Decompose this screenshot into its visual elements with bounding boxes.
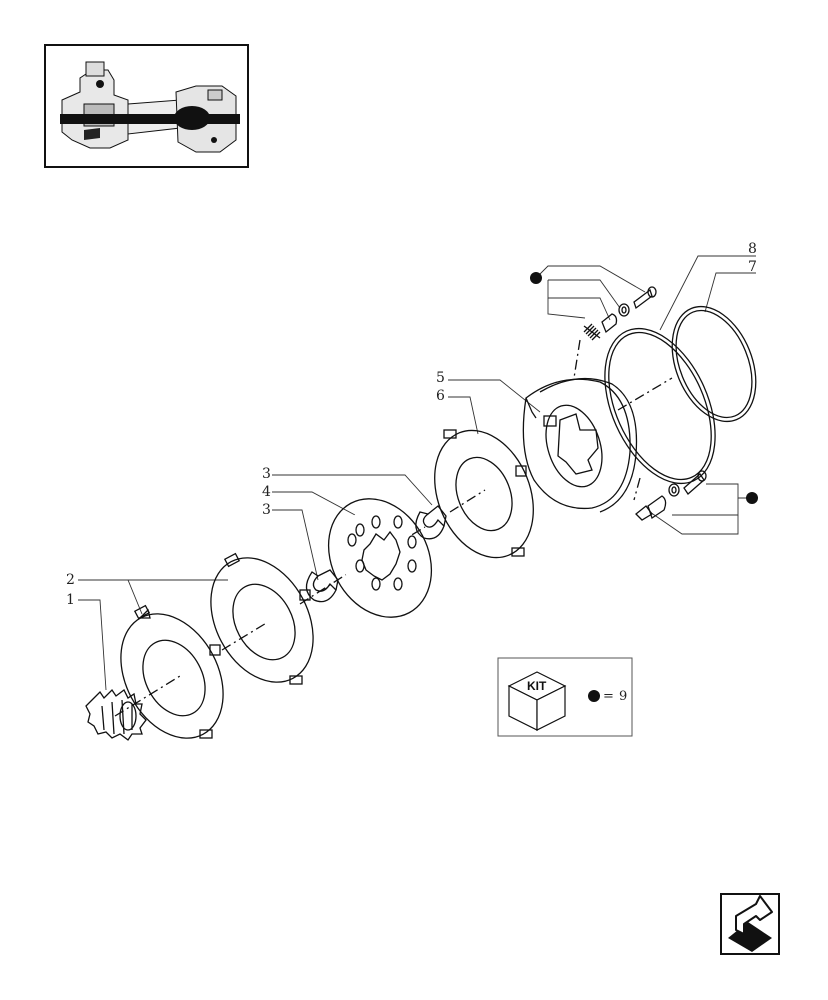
kit-legend-bullet: [588, 690, 600, 702]
leader-7: [704, 272, 756, 313]
callout-1: 1: [66, 592, 75, 608]
fastener-group-top: [583, 286, 657, 341]
leader-6: [448, 396, 479, 435]
part-7-seal-ring-inner: [671, 305, 757, 423]
kit-bullet-right: [746, 492, 758, 504]
callout-3-upper: 3: [262, 466, 271, 482]
leader-1: [78, 599, 107, 691]
leader-bolt-right: [706, 483, 752, 499]
leader-5: [448, 379, 541, 413]
leader-bolt-top: [535, 265, 646, 293]
leader-pin-top: [547, 280, 611, 321]
kit-bullet-top: [530, 272, 542, 284]
part-3-retaining-clip-lower: [305, 569, 339, 603]
kit-legend: KIT = 9: [497, 657, 633, 737]
callout-8: 8: [748, 241, 757, 257]
leader-2b: [78, 579, 143, 615]
part-3-retaining-clip-upper: [415, 505, 447, 540]
kit-label: KIT: [527, 679, 547, 693]
fastener-group-right: [635, 470, 707, 521]
part-6-separator-plate: [434, 429, 534, 559]
leader-3-upper: [272, 474, 433, 506]
callout-4: 4: [262, 484, 271, 500]
kit-box-icon: KIT: [507, 671, 567, 731]
part-2-steel-disc-lower: [120, 604, 224, 739]
kit-number: 9: [619, 689, 627, 704]
leader-3-lower: [272, 509, 319, 581]
leader-4: [272, 491, 356, 516]
leader-spring-top: [547, 298, 586, 319]
part-5-brake-piston: [522, 378, 638, 513]
thumbnail-axle-drawing: [60, 61, 240, 153]
callout-2: 2: [66, 572, 75, 588]
part-1-pinion-gear: [85, 688, 147, 741]
next-page-arrow-icon[interactable]: [720, 893, 780, 955]
leader-8: [659, 255, 756, 331]
callout-6: 6: [436, 388, 445, 404]
leader-washer-top: [548, 279, 621, 309]
part-8-seal-ring-outer: [604, 327, 716, 485]
callout-3-lower: 3: [262, 502, 271, 518]
axle-assembly-thumbnail[interactable]: [44, 44, 249, 168]
part-4-friction-disc: [327, 498, 433, 618]
kit-equals: =: [603, 689, 614, 704]
leader-lines: [78, 255, 756, 691]
leader-washer-right: [672, 498, 739, 516]
callout-7: 7: [748, 259, 757, 275]
leader-pin-right: [649, 511, 739, 535]
callout-5: 5: [436, 370, 445, 386]
part-2-steel-disc-upper: [210, 552, 314, 685]
